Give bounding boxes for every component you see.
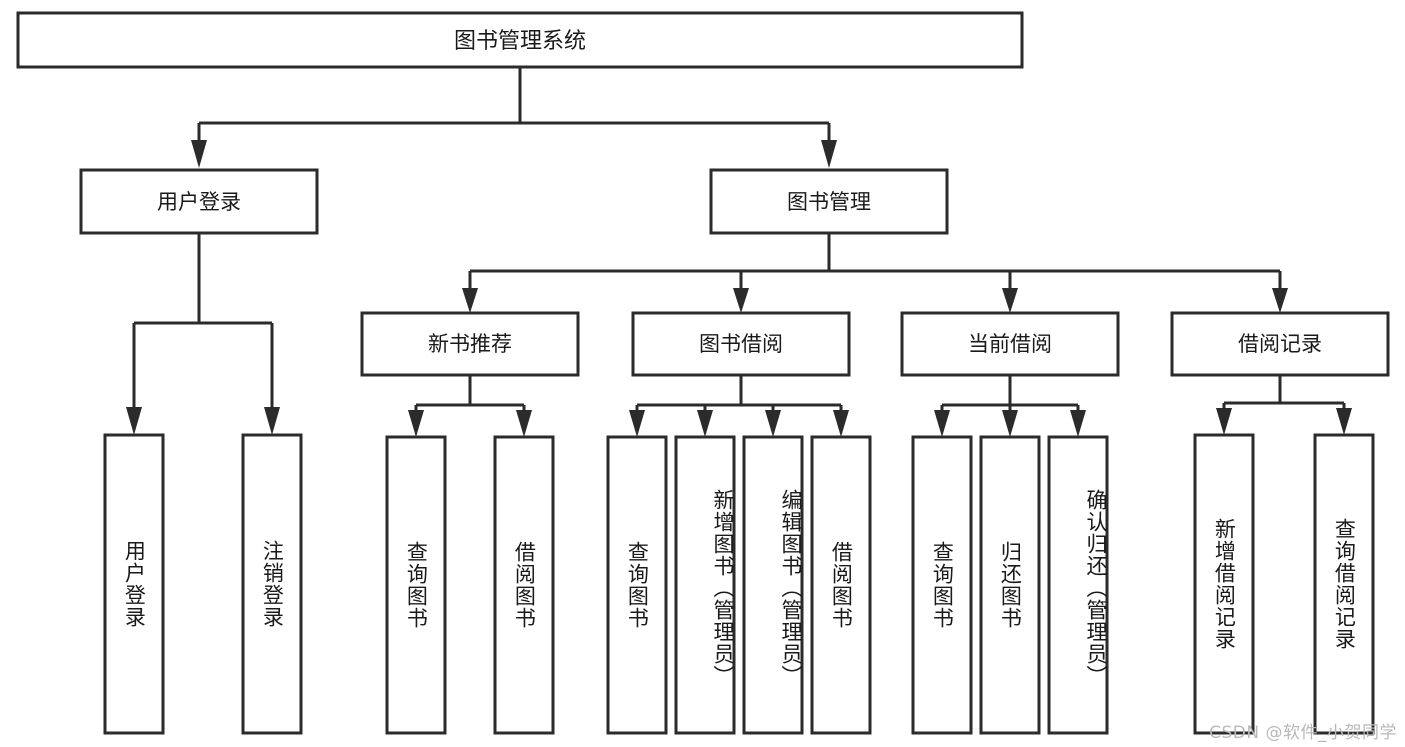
node-leaf-recommend-query-book[interactable] <box>385 435 447 735</box>
label-root: 图书管理系统 <box>454 29 586 54</box>
arrow-head-user-login-leaf2 <box>264 407 280 435</box>
arrow-head-current-leaf3 <box>1070 410 1086 437</box>
node-borrow-record[interactable] <box>1170 311 1390 377</box>
node-leaf-record-add-record[interactable] <box>1193 433 1255 735</box>
node-new-book-recommend[interactable] <box>360 311 580 377</box>
node-leaf-current-return-book[interactable] <box>979 435 1041 735</box>
arrow-head-user-login-leaf1 <box>126 407 142 435</box>
label-new-book-recommend: 新书推荐 <box>428 332 512 356</box>
node-book-management[interactable] <box>709 168 949 235</box>
node-leaf-current-query-book[interactable] <box>911 435 973 735</box>
node-book-borrow[interactable] <box>631 311 851 377</box>
node-leaf-borrow-add-book[interactable] <box>674 435 736 735</box>
arrow-head-borrow-leaf1 <box>629 410 645 437</box>
node-boxes <box>16 11 1390 735</box>
arrow-head-borrow <box>733 288 749 313</box>
connectors <box>126 67 1352 437</box>
node-user-login[interactable] <box>79 168 319 235</box>
arrow-head-borrow-leaf4 <box>833 410 849 437</box>
arrow-head-current-leaf1 <box>934 410 950 437</box>
node-root-book-management-system[interactable] <box>16 11 1024 69</box>
arrow-head-recommend-leaf2 <box>516 410 532 437</box>
watermark: CSDN @软件_小贺同学 <box>1209 723 1397 743</box>
label-book-borrow: 图书借阅 <box>699 332 783 356</box>
arrow-head-book-mgmt <box>821 140 837 168</box>
arrow-head-recommend <box>462 288 478 313</box>
arrow-head-current-leaf2 <box>1002 410 1018 437</box>
node-leaf-user-login-logout[interactable] <box>241 433 303 735</box>
arrow-head-record-leaf2 <box>1336 408 1352 435</box>
label-current-borrow: 当前借阅 <box>968 332 1052 356</box>
arrow-head-borrow-leaf2 <box>697 410 713 437</box>
arrow-head-record <box>1272 288 1288 313</box>
arrow-head-current <box>1002 288 1018 313</box>
node-leaf-recommend-borrow-book[interactable] <box>493 435 555 735</box>
node-leaf-record-query-record[interactable] <box>1313 433 1375 735</box>
node-leaf-current-confirm-return[interactable] <box>1047 435 1109 735</box>
arrow-head-borrow-leaf3 <box>765 410 781 437</box>
arrow-head-user-login <box>191 140 207 168</box>
node-current-borrow[interactable] <box>900 311 1120 377</box>
node-leaf-borrow-edit-book[interactable] <box>742 435 804 735</box>
node-labels-horizontal: 图书管理系统 用户登录 图书管理 新书推荐 图书借阅 当前借阅 借阅记录 <box>157 29 1322 356</box>
arrow-head-record-leaf1 <box>1216 408 1232 435</box>
arrow-head-recommend-leaf1 <box>408 410 424 437</box>
node-leaf-user-login-login[interactable] <box>103 433 165 735</box>
node-leaf-borrow-borrow-book[interactable] <box>810 435 872 735</box>
label-book-management: 图书管理 <box>787 190 871 214</box>
label-borrow-record: 借阅记录 <box>1238 332 1322 356</box>
node-leaf-borrow-query-book[interactable] <box>606 435 668 735</box>
label-user-login: 用户登录 <box>157 190 241 214</box>
